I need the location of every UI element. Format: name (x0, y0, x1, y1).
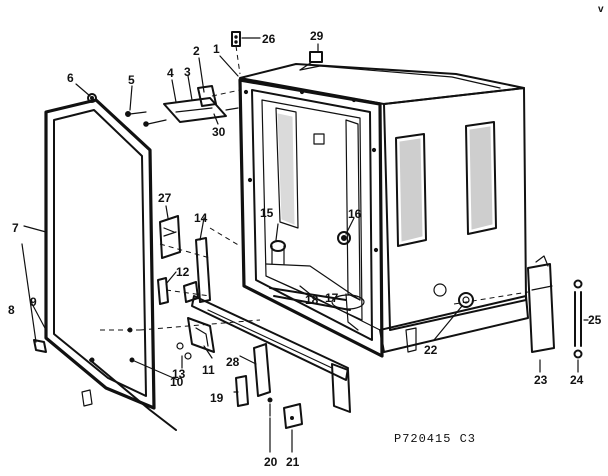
callout-26: 26 (262, 32, 276, 46)
part-24-spacer (573, 279, 583, 359)
callout-9: 9 (30, 295, 37, 309)
callout-24: 24 (570, 373, 584, 387)
callout-28: 28 (226, 355, 240, 369)
corner-mark: v (598, 4, 604, 15)
callout-8: 8 (8, 303, 15, 317)
callout-1: 1 (213, 42, 220, 56)
part-10-screws (127, 327, 135, 363)
part-30-screw (143, 119, 167, 127)
callout-10: 10 (170, 375, 184, 389)
callout-19: 19 (210, 391, 224, 405)
callout-3: 3 (184, 65, 191, 79)
part-8-gasket-end (33, 339, 93, 407)
part-6-nut (87, 93, 97, 103)
part-13-washer (176, 342, 192, 360)
part-20-screw (267, 397, 273, 417)
part-27-bracket (159, 215, 181, 259)
part-5-screw (125, 111, 147, 117)
part-door-rail (191, 295, 351, 413)
callout-22: 22 (424, 343, 438, 357)
callout-12: 12 (176, 265, 190, 279)
callout-30: 30 (212, 125, 226, 139)
tub-assembly (238, 63, 529, 358)
callout-14: 14 (194, 211, 208, 225)
drawing-code: P720415 C3 (394, 432, 476, 446)
callout-21: 21 (286, 455, 300, 469)
callout-25: 25 (588, 313, 602, 327)
callout-6: 6 (67, 71, 74, 85)
callout-2: 2 (193, 44, 200, 58)
callout-17: 17 (325, 291, 339, 305)
callout-labels: 1 2 3 4 5 6 7 8 9 10 11 12 13 14 15 16 1… (8, 29, 602, 469)
part-11-bracket (187, 317, 215, 353)
callout-16: 16 (348, 207, 362, 221)
leader-lines (21, 37, 589, 453)
callout-5: 5 (128, 73, 135, 87)
part-hinge-bracket (163, 85, 239, 123)
part-26-clip (231, 31, 241, 47)
callout-11: 11 (202, 363, 215, 377)
callout-20: 20 (264, 455, 278, 469)
callout-15: 15 (260, 206, 274, 220)
callout-29: 29 (310, 29, 324, 43)
callout-7: 7 (12, 221, 19, 235)
part-19-clip (235, 375, 249, 407)
callout-27: 27 (158, 191, 172, 205)
part-25-rod (574, 291, 582, 347)
part-28-bracket (253, 343, 271, 397)
alignment-lines (100, 45, 529, 331)
callout-4: 4 (167, 66, 174, 80)
part-12-bracket (157, 277, 169, 305)
callout-23: 23 (534, 373, 548, 387)
callout-18: 18 (305, 293, 319, 307)
part-23-side-bracket (527, 255, 555, 353)
door-gasket (44, 98, 177, 431)
part-21-block (283, 403, 303, 429)
callout-13: 13 (172, 367, 186, 381)
